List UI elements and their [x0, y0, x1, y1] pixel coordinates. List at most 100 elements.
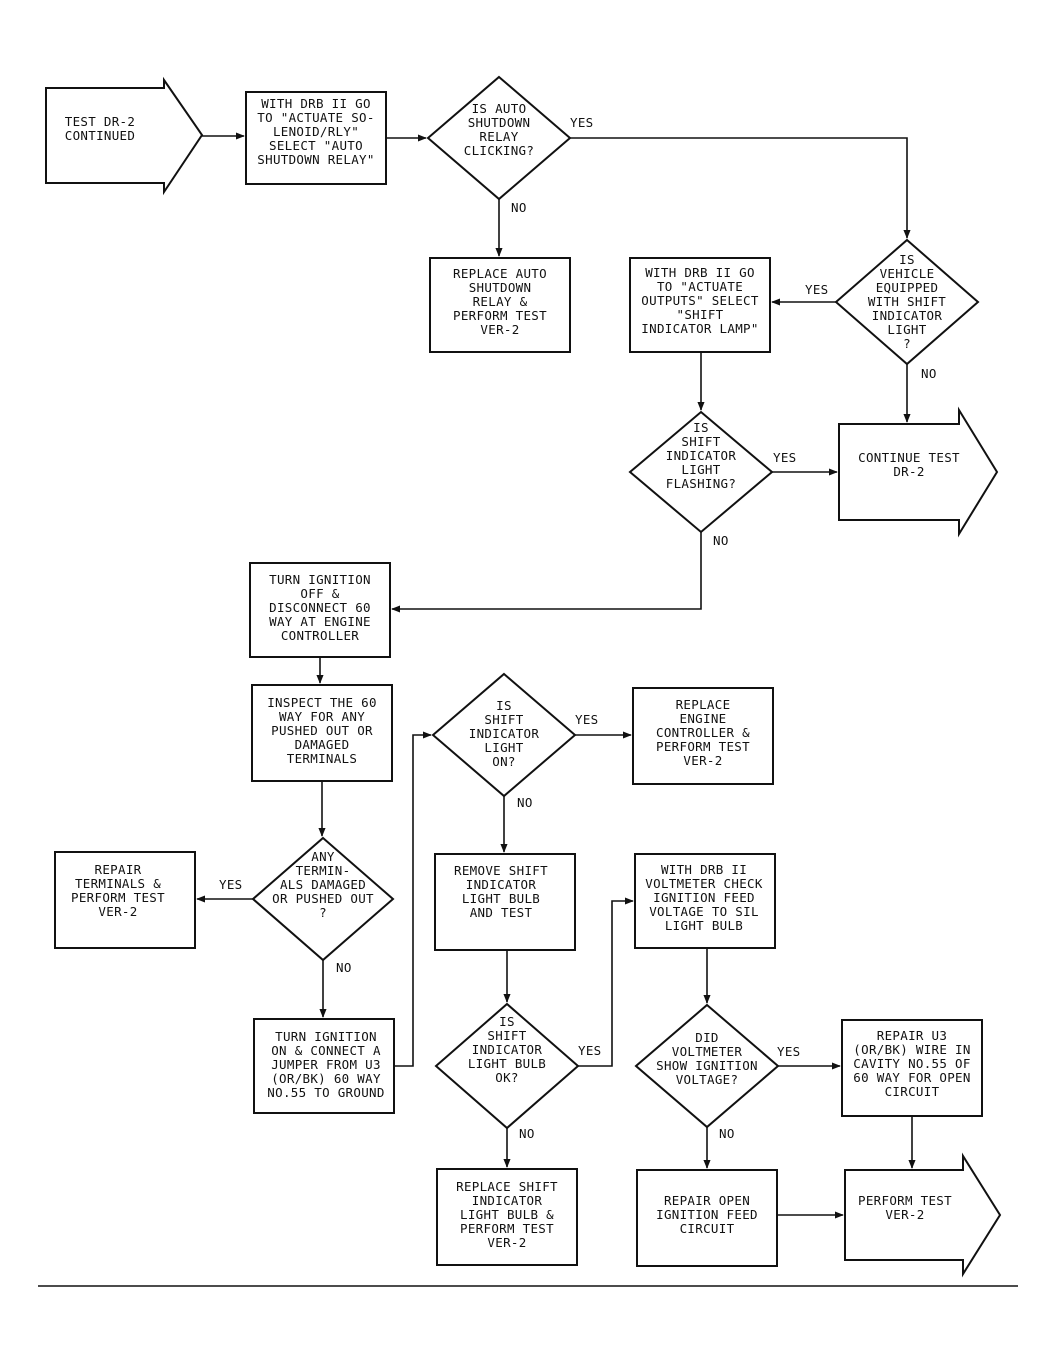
label-line: INDICATOR	[872, 308, 943, 323]
label-line: DISCONNECT 60	[269, 600, 371, 615]
label-line: VOLTMETER	[672, 1044, 743, 1059]
label-yes-asd: YES	[570, 115, 593, 130]
label-line: INDICATOR	[469, 726, 540, 741]
label-line: DAMAGED	[295, 737, 350, 752]
label-line: CONTROLLER &	[656, 725, 750, 740]
label-line: VOLTAGE TO SIL	[649, 904, 759, 919]
label-line: WITH DRB II GO	[261, 96, 371, 111]
label-line: LIGHT	[887, 322, 926, 337]
label-line: SHUTDOWN	[469, 280, 532, 295]
label-no-bulb: NO	[519, 1126, 535, 1141]
label-line: INDICATOR LAMP"	[641, 321, 758, 336]
label-line: INDICATOR	[472, 1193, 543, 1208]
label-line: CONTROLLER	[281, 628, 359, 643]
label-no-asd: NO	[511, 200, 527, 215]
label-line: "SHIFT	[677, 307, 724, 322]
label-line: WITH SHIFT	[868, 294, 946, 309]
label-line: TURN IGNITION	[269, 572, 371, 587]
label-yes-on: YES	[575, 712, 598, 727]
label-line: CONTINUE TEST	[858, 450, 960, 465]
label-line: REMOVE SHIFT	[454, 863, 548, 878]
label-line: (OR/BK) WIRE IN	[853, 1042, 970, 1057]
label-line: PERFORM TEST	[656, 739, 750, 754]
label-line: SHIFT	[681, 434, 720, 449]
label-line: INDICATOR	[466, 877, 537, 892]
label-line: DR-2	[893, 464, 924, 479]
label-line: OFF &	[300, 586, 339, 601]
label-line: LIGHT BULB	[468, 1056, 546, 1071]
label-line: TO "ACTUATE	[657, 279, 743, 294]
label-line: VER-2	[487, 1235, 526, 1250]
label-line: TURN IGNITION	[275, 1029, 377, 1044]
label-no-volt: NO	[719, 1126, 735, 1141]
label-line: RELAY &	[473, 294, 528, 309]
label-line: WITH DRB II GO	[645, 265, 755, 280]
label-no-flashing: NO	[713, 533, 729, 548]
edge-q-asd-yes	[570, 137, 911, 239]
label-line: VOLTAGE?	[676, 1072, 739, 1087]
label-line: REPAIR OPEN	[664, 1193, 750, 1208]
label-line: RELAY	[479, 129, 518, 144]
label-line: VER-2	[98, 904, 137, 919]
label-line: (OR/BK) 60 WAY	[271, 1071, 381, 1086]
label-line: INSPECT THE 60	[267, 695, 377, 710]
label-line: TERMIN-	[296, 863, 351, 878]
label-yes-flashing: YES	[773, 450, 796, 465]
label-line: IS AUTO	[472, 101, 527, 116]
label-line: CLICKING?	[464, 143, 534, 158]
label-line: TO "ACTUATE SO-	[257, 110, 374, 125]
label-line: PERFORM TEST	[453, 308, 547, 323]
label-line: OR PUSHED OUT	[272, 891, 374, 906]
label-line: PERFORM TEST	[460, 1221, 554, 1236]
label-line: OK?	[495, 1070, 518, 1085]
label-line: LIGHT BULB	[665, 918, 743, 933]
label-line: SHIFT	[484, 712, 523, 727]
label-no-equipped: NO	[921, 366, 937, 381]
label-line: CAVITY NO.55 OF	[853, 1056, 970, 1071]
label-line: 60 WAY FOR OPEN	[853, 1070, 970, 1085]
label-line: REPLACE AUTO	[453, 266, 547, 281]
label-line: LENOID/RLY"	[273, 124, 359, 139]
label-line: VEHICLE	[880, 266, 935, 281]
label-line: IGNITION FEED	[653, 890, 755, 905]
label-line: EQUIPPED	[876, 280, 939, 295]
label-line: ?	[903, 336, 911, 351]
label-line: SHUTDOWN	[468, 115, 531, 130]
label-line: SHOW IGNITION	[656, 1058, 758, 1073]
label-line: NO.55 TO GROUND	[267, 1085, 384, 1100]
label-line: ALS DAMAGED	[280, 877, 366, 892]
label-line: IS	[496, 698, 512, 713]
label-line: SHUTDOWN RELAY"	[257, 152, 374, 167]
label-line: TERMINALS	[287, 751, 357, 766]
label-line: PUSHED OUT OR	[271, 723, 373, 738]
label-line: REPLACE SHIFT	[456, 1179, 558, 1194]
label-line: WAY FOR ANY	[279, 709, 365, 724]
edge-q-flashing-no	[391, 532, 702, 613]
label-line: LIGHT BULB	[462, 891, 540, 906]
label-line: VOLTMETER CHECK	[645, 876, 763, 891]
